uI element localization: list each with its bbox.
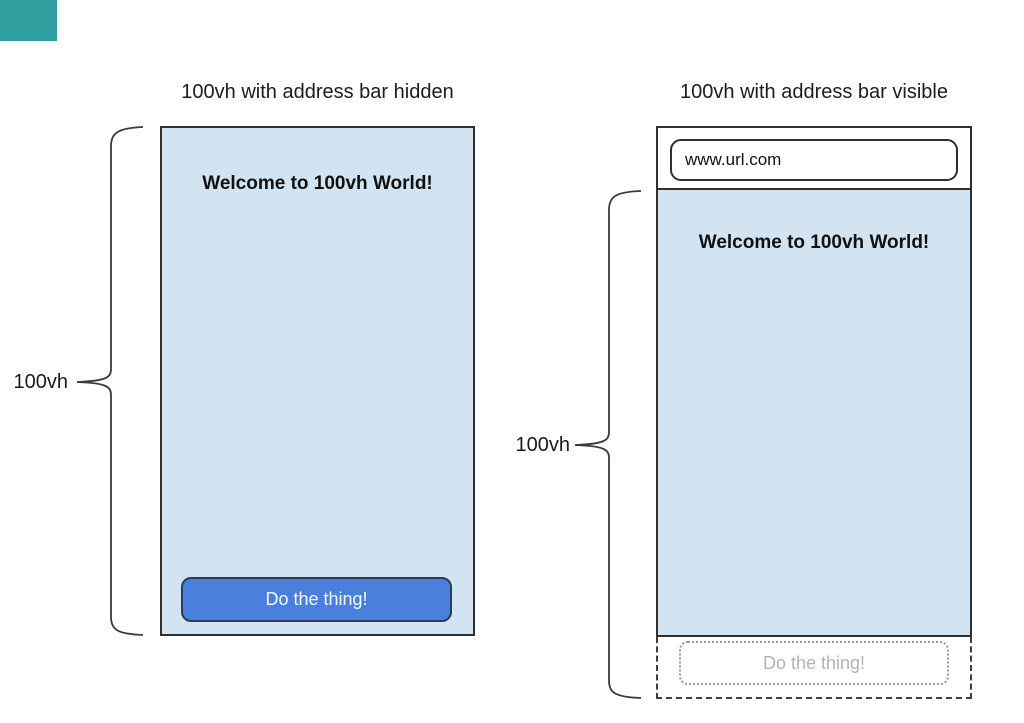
browser-header: www.url.com — [658, 128, 970, 188]
teal-corner-overlay — [0, 0, 57, 41]
left-brace-label: 100vh — [13, 371, 69, 393]
phone-mockup-hidden-bar: Welcome to 100vh World! Do the thing! — [160, 126, 475, 636]
left-diagram-title: 100vh with address bar hidden — [181, 81, 454, 103]
left-curly-brace — [76, 126, 144, 636]
right-diagram-title: 100vh with address bar visible — [680, 81, 948, 103]
right-brace-label: 100vh — [515, 434, 571, 456]
do-the-thing-button[interactable]: Do the thing! — [181, 577, 452, 622]
welcome-heading: Welcome to 100vh World! — [202, 173, 433, 194]
overflow-cutoff-region: Do the thing! — [656, 637, 972, 699]
welcome-heading: Welcome to 100vh World! — [698, 232, 930, 253]
viewport-screen: Welcome to 100vh World! — [658, 188, 970, 635]
cutoff-do-the-thing-button[interactable]: Do the thing! — [679, 641, 949, 685]
right-curly-brace — [574, 190, 642, 699]
address-bar-input[interactable]: www.url.com — [670, 139, 958, 181]
phone-mockup-visible-bar: www.url.com Welcome to 100vh World! — [656, 126, 972, 637]
